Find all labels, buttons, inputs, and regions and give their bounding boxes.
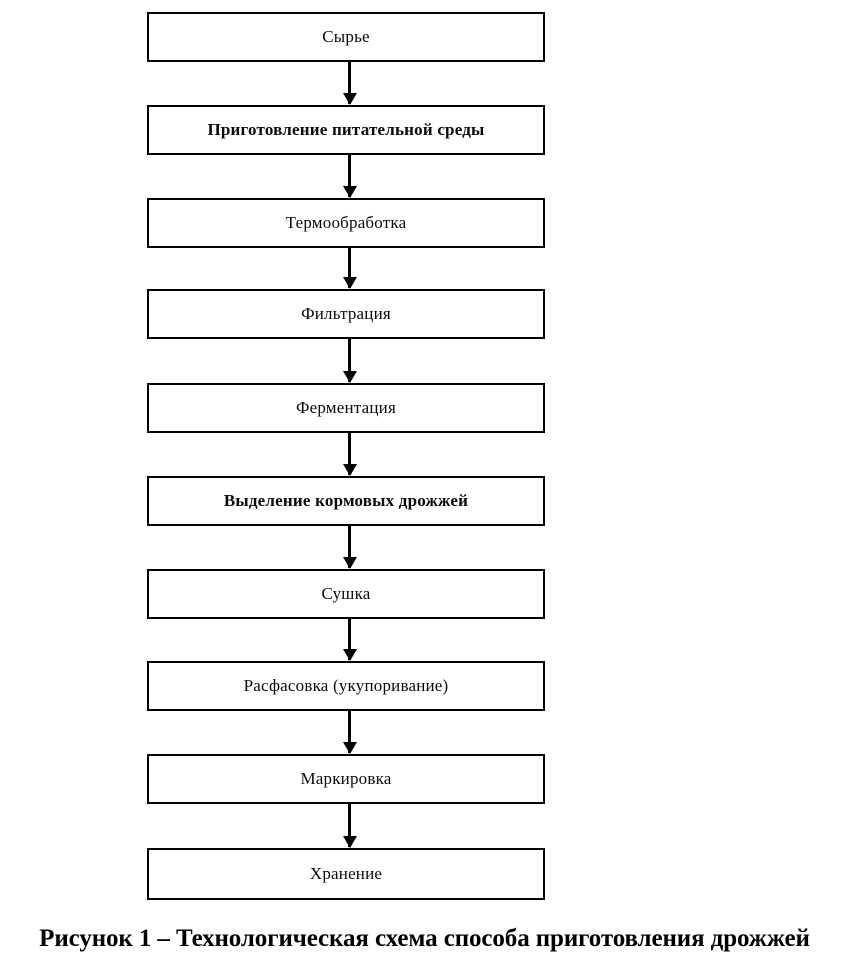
flow-node-hranenie: Хранение bbox=[147, 848, 545, 900]
flow-node-sushka: Сушка bbox=[147, 569, 545, 619]
flow-arrow-6 bbox=[348, 526, 351, 568]
flow-arrow-7 bbox=[348, 619, 351, 660]
figure-caption: Рисунок 1 – Технологическая схема способ… bbox=[39, 925, 810, 952]
flow-node-label: Хранение bbox=[309, 863, 383, 883]
flow-node-label: Термообработка bbox=[285, 212, 407, 232]
flow-node-label: Сырье bbox=[322, 26, 370, 46]
flow-node-label: Сушка bbox=[321, 583, 371, 603]
flow-arrow-3 bbox=[348, 248, 351, 288]
flow-node-label: Расфасовка (укупоривание) bbox=[243, 675, 449, 695]
flow-arrow-4 bbox=[348, 339, 351, 382]
flow-arrow-9 bbox=[348, 804, 351, 847]
flow-arrow-5 bbox=[348, 433, 351, 475]
flow-arrow-8 bbox=[348, 711, 351, 753]
flow-node-syre: Сырье bbox=[147, 12, 545, 62]
flow-node-label: Приготовление питательной среды bbox=[207, 119, 485, 139]
flow-node-rasfasovka-ukuporivanie: Расфасовка (укупоривание) bbox=[147, 661, 545, 711]
flow-node-vydelenie-kormovyh-drozhzhey: Выделение кормовых дрожжей bbox=[147, 476, 545, 526]
flow-arrow-2 bbox=[348, 155, 351, 197]
flow-node-label: Ферментация bbox=[295, 397, 397, 417]
flow-node-markirovka: Маркировка bbox=[147, 754, 545, 804]
flow-node-label: Выделение кормовых дрожжей bbox=[223, 490, 469, 510]
flow-node-label: Фильтрация bbox=[301, 303, 391, 323]
flow-node-fermentatsiya: Ферментация bbox=[147, 383, 545, 433]
flowchart-diagram: Сырье Приготовление питательной среды Те… bbox=[0, 0, 849, 912]
flow-node-filtratsiya: Фильтрация bbox=[147, 289, 545, 339]
flow-node-prigotovlenie-pitatelnoy-sredy: Приготовление питательной среды bbox=[147, 105, 545, 155]
flow-node-termoobrabotka: Термообработка bbox=[147, 198, 545, 248]
flow-node-label: Маркировка bbox=[300, 768, 392, 788]
flow-arrow-1 bbox=[348, 62, 351, 104]
